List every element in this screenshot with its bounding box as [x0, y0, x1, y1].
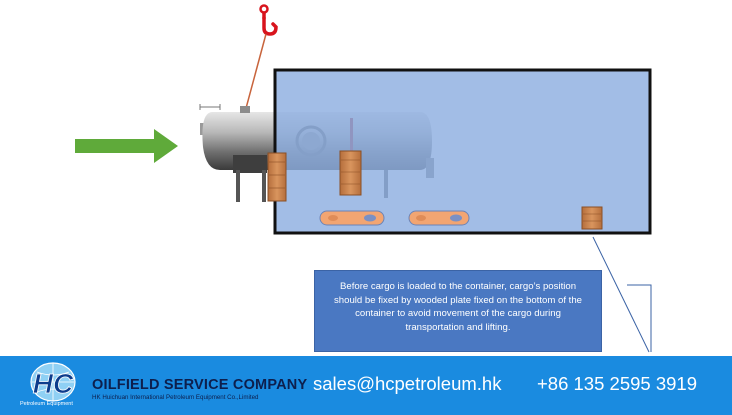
lifting-hook-icon [259, 4, 278, 36]
email-link[interactable]: sales@hcpetroleum.hk [313, 373, 502, 394]
push-arrow-icon [75, 129, 178, 163]
caption-line: transportation and lifting. [405, 321, 511, 333]
company-subtitle: HK Huichuan International Petroleum Equi… [92, 394, 259, 401]
logo-caption: Petroleum Equipment [20, 401, 73, 407]
lifting-sling [244, 33, 267, 113]
company-name: OILFIELD SERVICE COMPANY [92, 377, 308, 393]
wood-block [267, 152, 287, 202]
caption-line: Before cargo is loaded to the container,… [339, 281, 577, 292]
wood-block [581, 206, 603, 230]
dimension-marks [199, 104, 221, 110]
phone-number[interactable]: +86 135 2595 3919 [537, 373, 697, 394]
floor-plate [319, 210, 385, 226]
caption-line: should be fixed by wooded plate fixed on… [333, 294, 582, 306]
footer-bar: HC Petroleum Equipment OILFIELD SERVICE … [0, 356, 732, 415]
callout-leader [592, 236, 652, 353]
caption-line: container to avoid movement of the cargo… [355, 308, 561, 320]
caption-box: Before cargo is loaded to the container,… [314, 270, 602, 352]
logo-globe-icon: HC [30, 362, 76, 402]
floor-plate [408, 210, 470, 226]
shipping-container [273, 68, 652, 235]
wood-block [339, 150, 362, 196]
logo-text: HC [33, 368, 74, 399]
